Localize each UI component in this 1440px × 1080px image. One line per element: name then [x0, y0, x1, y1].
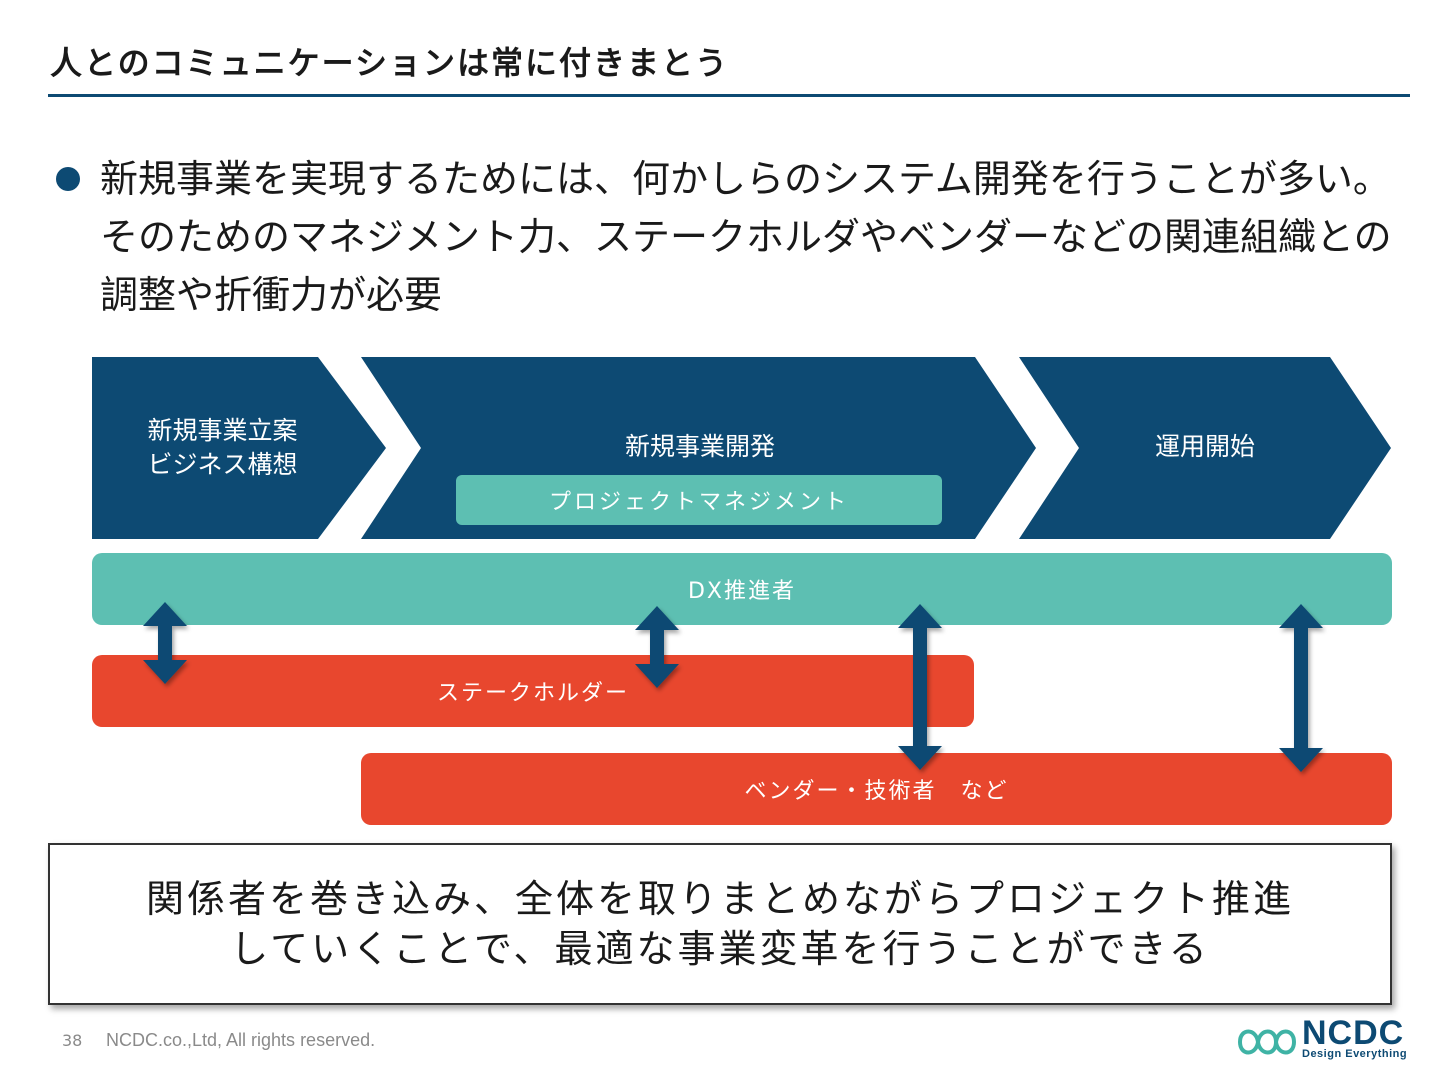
copyright-notice: NCDC.co.,Ltd, All rights reserved.: [106, 1030, 376, 1050]
phase-chevron-operation: [1019, 357, 1391, 539]
phase-chevron-planning: [92, 357, 386, 539]
ncdc-logo-icon: [1237, 1029, 1297, 1055]
double-arrow-icon: [635, 606, 679, 688]
double-arrow-icon: [143, 602, 187, 684]
dx-promoter-bar: DX推進者: [92, 553, 1392, 625]
phase-label-operation-line1: 運用開始: [1154, 432, 1255, 461]
page-number: 38: [62, 1031, 83, 1050]
phase-label-development: 新規事業開発: [560, 430, 840, 464]
logo-wordmark: NCDC: [1302, 1014, 1405, 1052]
summary-line2: していくことで、最適な事業変革を行うことができる: [230, 927, 1210, 971]
vendor-bar: ベンダー・技術者 など: [361, 753, 1392, 825]
phase-label-planning-line2: ビジネス構想: [147, 450, 298, 479]
page-title: 人とのコミュニケーションは常に付きまとう: [50, 44, 730, 82]
phase-label-development-line1: 新規事業開発: [624, 432, 775, 461]
bullet-dot-icon: [56, 167, 80, 191]
double-arrow-icon: [898, 604, 942, 770]
summary-callout: 関係者を巻き込み、全体を取りまとめながらプロジェクト推進 していくことで、最適な…: [48, 843, 1392, 1005]
stakeholder-bar: ステークホルダー: [92, 655, 974, 727]
summary-line1: 関係者を巻き込み、全体を取りまとめながらプロジェクト推進: [145, 877, 1294, 921]
double-arrow-icon: [1279, 604, 1323, 772]
phase-label-planning: 新規事業立案 ビジネス構想: [110, 414, 335, 482]
project-management-box: プロジェクトマネジメント: [456, 475, 942, 525]
title-divider: [48, 94, 1410, 97]
phase-label-planning-line1: 新規事業立案: [147, 416, 298, 445]
phase-label-operation: 運用開始: [1110, 430, 1300, 464]
bullet-text: 新規事業を実現するためには、何かしらのシステム開発を行うことが多い。そのためのマ…: [100, 157, 1392, 317]
logo-tagline: Design Everything: [1302, 1048, 1408, 1060]
